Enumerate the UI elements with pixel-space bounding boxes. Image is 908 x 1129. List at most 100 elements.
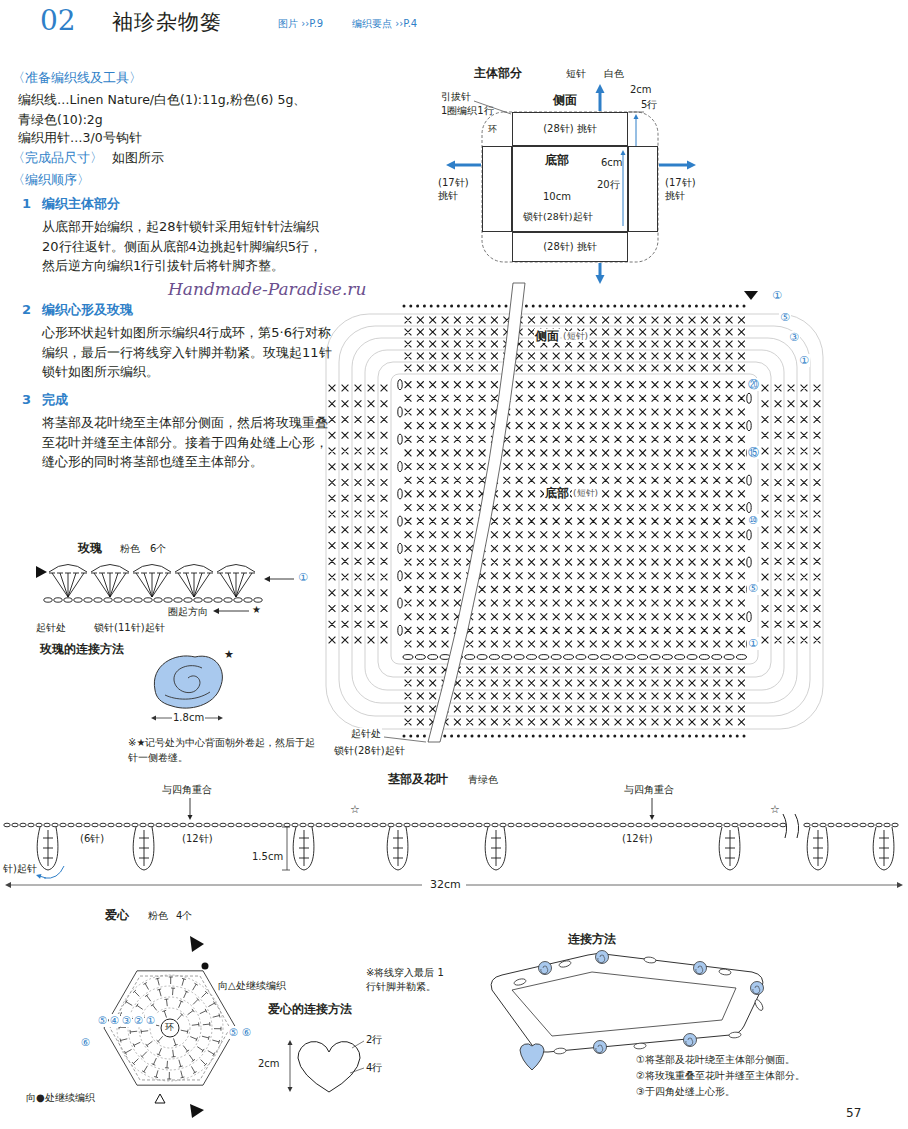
dimension-arrow-head — [218, 716, 223, 721]
note-text: 1圈编织1行 — [441, 105, 494, 117]
page-reference: 编织要点 ››P.4 — [352, 18, 417, 30]
rose-illustration — [684, 1034, 697, 1047]
count-label: 4个 — [176, 910, 192, 922]
start-marker — [190, 936, 204, 952]
row-number: ⑤ — [97, 1014, 108, 1027]
dimension-label: 1.8cm — [172, 712, 205, 724]
note-text: ※★记号处为中心背面朝外卷起，然后于起针一侧卷缝。 — [128, 735, 323, 765]
pointer-arrow — [652, 798, 653, 816]
part-label: 玫瑰 — [78, 541, 102, 555]
rose-spiral — [598, 955, 605, 963]
note-text: 环 — [487, 124, 498, 135]
section-heading: 〈完成品尺寸〉 — [12, 150, 103, 165]
rose-spiral — [696, 966, 703, 974]
round-guide — [326, 314, 823, 729]
note-text: ※将线穿入最后 1行针脚并勒紧。 — [366, 966, 444, 994]
row-number: ② — [133, 1014, 144, 1027]
rose-illustration — [539, 962, 552, 975]
row-number: ① — [747, 637, 759, 650]
direction-arrow — [453, 164, 481, 167]
side-panel: (28针) 挑针 — [512, 232, 628, 262]
part-label: 主体部分 — [474, 66, 522, 80]
stitch-symbols — [119, 977, 221, 1079]
note-text: 向●处继续编织 — [26, 1092, 95, 1104]
stitch-label: 引拔针 — [441, 91, 471, 103]
heart-illustration — [520, 1044, 544, 1070]
instruction-text: 编织用针…3/0号钩针 — [18, 130, 142, 145]
dimension-arrow — [10, 885, 422, 886]
dimension-label: 2cm — [630, 84, 652, 96]
direction-arrow — [599, 91, 602, 111]
step-number: 2 — [22, 302, 31, 318]
note-text: 与四角重合 — [162, 784, 212, 796]
symbol-mark: ☆ — [770, 803, 780, 816]
leaf-illustration — [754, 998, 765, 1011]
section-heading: 〈准备编织线及工具〉 — [12, 70, 142, 85]
watermark: Handmade-Paradise.ru — [168, 279, 366, 299]
direction-arrow-head — [596, 84, 605, 93]
stitch-count: (17针) 挑针 — [438, 177, 478, 202]
row-number: ③ — [788, 331, 800, 344]
row-number: ⑩ — [747, 514, 759, 527]
rose-illustration — [594, 1041, 607, 1054]
row-number: ⑤ — [779, 311, 791, 324]
count-label: 6个 — [150, 543, 166, 555]
note-text: ③于四角处缝上心形。 — [636, 1086, 735, 1098]
part-label: 底部 — [545, 153, 569, 167]
leaf-symbols — [37, 827, 894, 870]
note-text: 圈起方向 — [168, 606, 208, 618]
rose-spiral — [541, 966, 548, 974]
base-panel: 底部6cm20行10cm锁针(28针)起针 — [512, 146, 628, 232]
direction-arrow-head — [596, 275, 605, 284]
step-heading: 编织主体部分 — [42, 196, 120, 212]
leaf-illustration — [634, 1043, 646, 1050]
row-number: ④ — [109, 1014, 120, 1027]
stitch-count: (17针) 挑针 — [665, 177, 705, 202]
step-number: 3 — [22, 392, 31, 408]
row-number: ③ — [121, 1014, 132, 1027]
side-panel: (17针) 挑针 — [628, 146, 658, 232]
direction-arrow — [269, 579, 294, 580]
dimension-arrow — [290, 1044, 291, 1066]
row-number: ⑮ — [747, 446, 760, 459]
single-crochet-symbols — [329, 317, 821, 726]
rose-illustration — [694, 962, 707, 975]
instruction-text: 将茎部及花叶绕至主体部分侧面，然后将玫瑰重叠至花叶并缝至主体部分。接着于四角处缝… — [42, 413, 334, 472]
continue-marker — [155, 1094, 165, 1103]
ring-label: 环 — [165, 1022, 174, 1033]
dimension-label: 1.5cm — [252, 851, 283, 863]
dimension-tick — [628, 112, 644, 113]
step-number: 1 — [22, 196, 31, 212]
step-heading: 编织心形及玫瑰 — [42, 302, 133, 318]
row-guide — [139, 997, 201, 1059]
chart-label: (短针) — [562, 331, 589, 342]
dimension-label: 5行 — [640, 99, 658, 111]
dimension-arrow — [636, 118, 637, 146]
dimension-arrow-head — [634, 114, 639, 119]
basket-floor — [512, 972, 736, 1036]
note-text: 与四角重合 — [624, 784, 674, 796]
dimension-arrow — [290, 1066, 291, 1088]
leader-line — [350, 1068, 364, 1073]
dimension-arrow-head — [621, 150, 626, 155]
row-number: ⑳ — [747, 378, 760, 391]
note-text: 起针处 — [350, 728, 382, 740]
rose-spiral — [753, 986, 760, 994]
chart-label: 底部 — [544, 486, 570, 500]
direction-arrow — [659, 164, 689, 167]
part-label: 侧面 — [553, 93, 577, 107]
row-number: ① — [798, 354, 810, 367]
page-title: 袖珍杂物篓 — [112, 10, 222, 35]
magic-ring — [161, 1019, 179, 1037]
stitch-count: (6针) — [80, 833, 104, 845]
chart-label: 侧面 — [534, 329, 560, 343]
instruction-text: 编织线…Linen Nature/白色(1):11g,粉色(6) 5g、青绿色(… — [18, 90, 318, 130]
color-label: 粉色 — [148, 910, 168, 922]
dimension-arrow — [466, 885, 898, 886]
direction-arrow-head — [36, 874, 42, 879]
page-number: 57 — [846, 1106, 861, 1120]
heart-illustration — [298, 1042, 360, 1092]
color-label: 青绿色 — [468, 774, 498, 786]
